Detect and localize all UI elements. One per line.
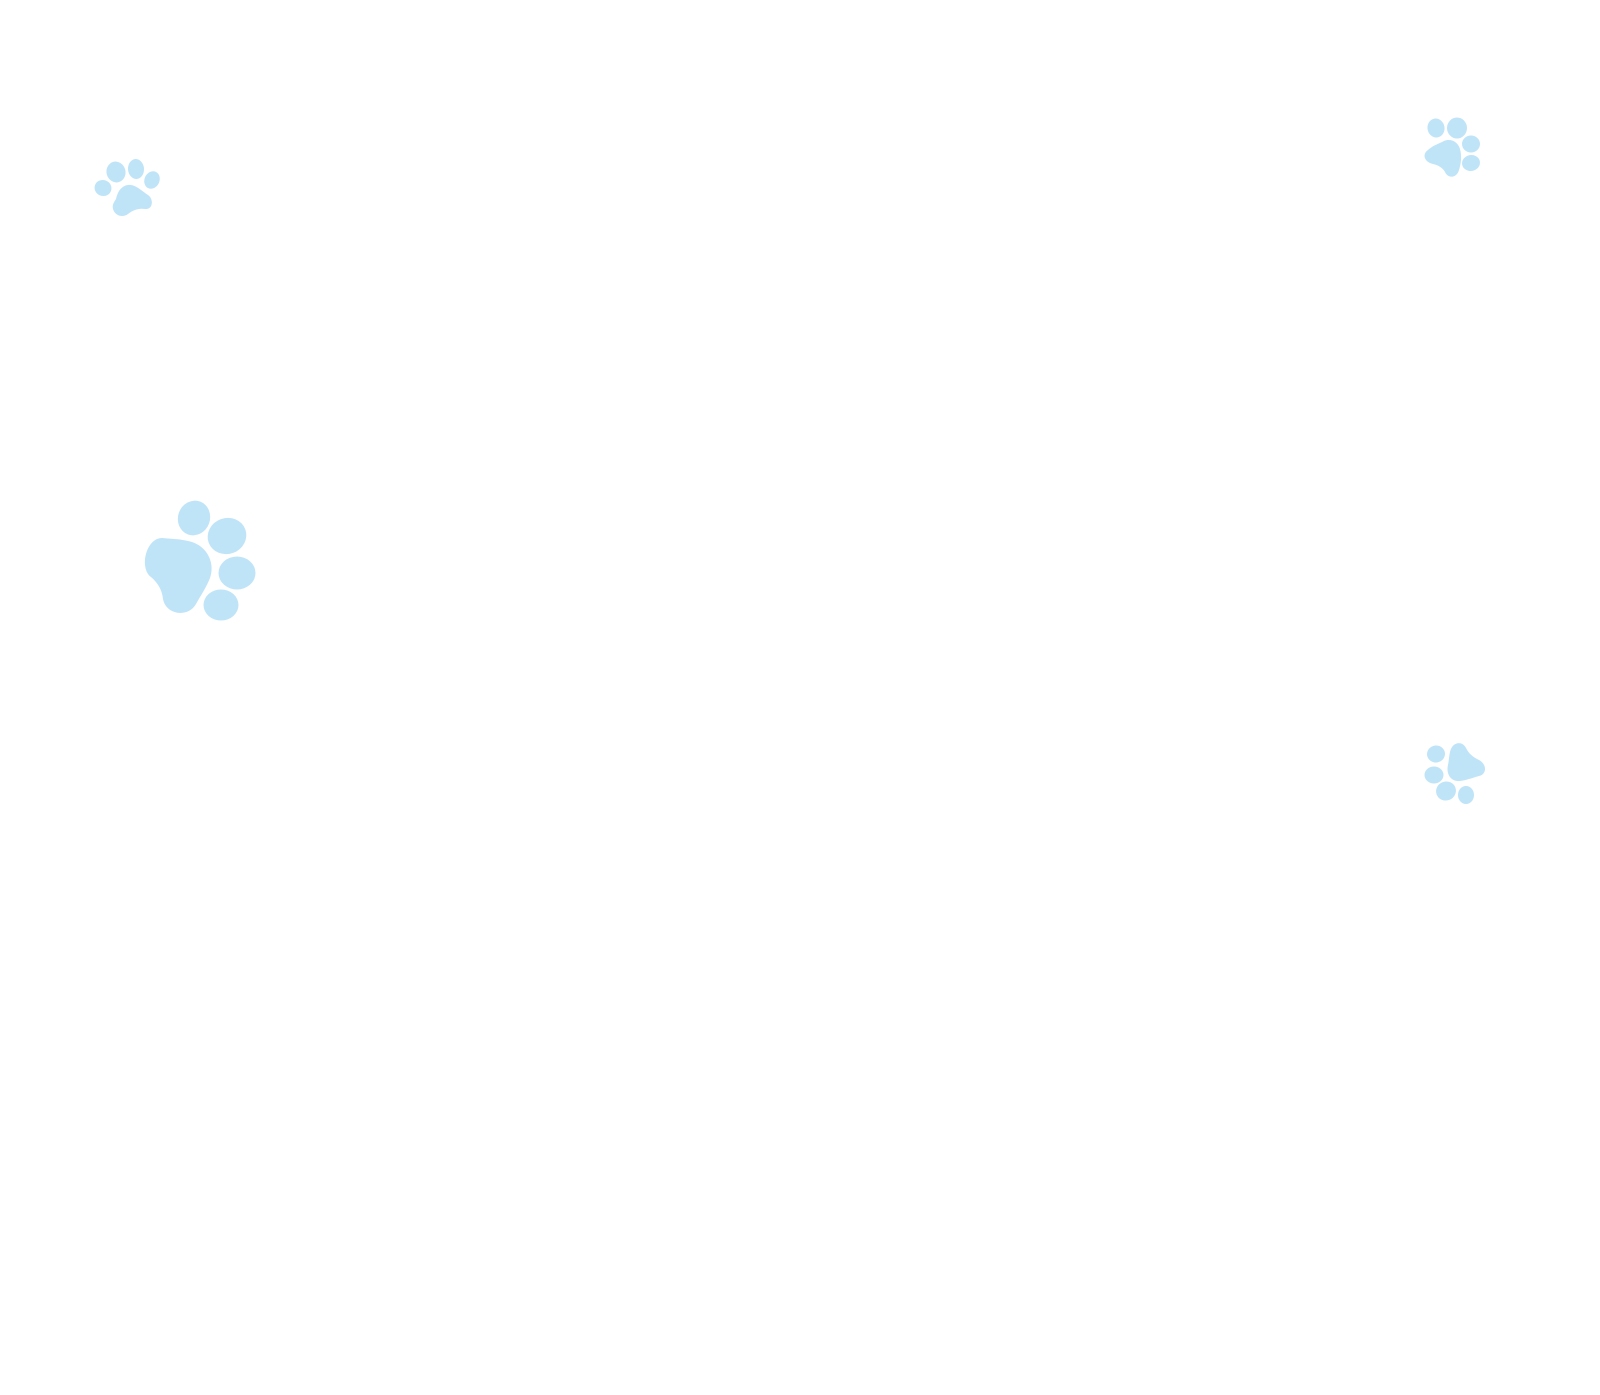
paw-print-icon xyxy=(1418,112,1488,184)
paw-print-icon xyxy=(1420,738,1492,810)
paw-print-icon xyxy=(138,498,260,626)
paw-print-icon xyxy=(90,155,166,225)
